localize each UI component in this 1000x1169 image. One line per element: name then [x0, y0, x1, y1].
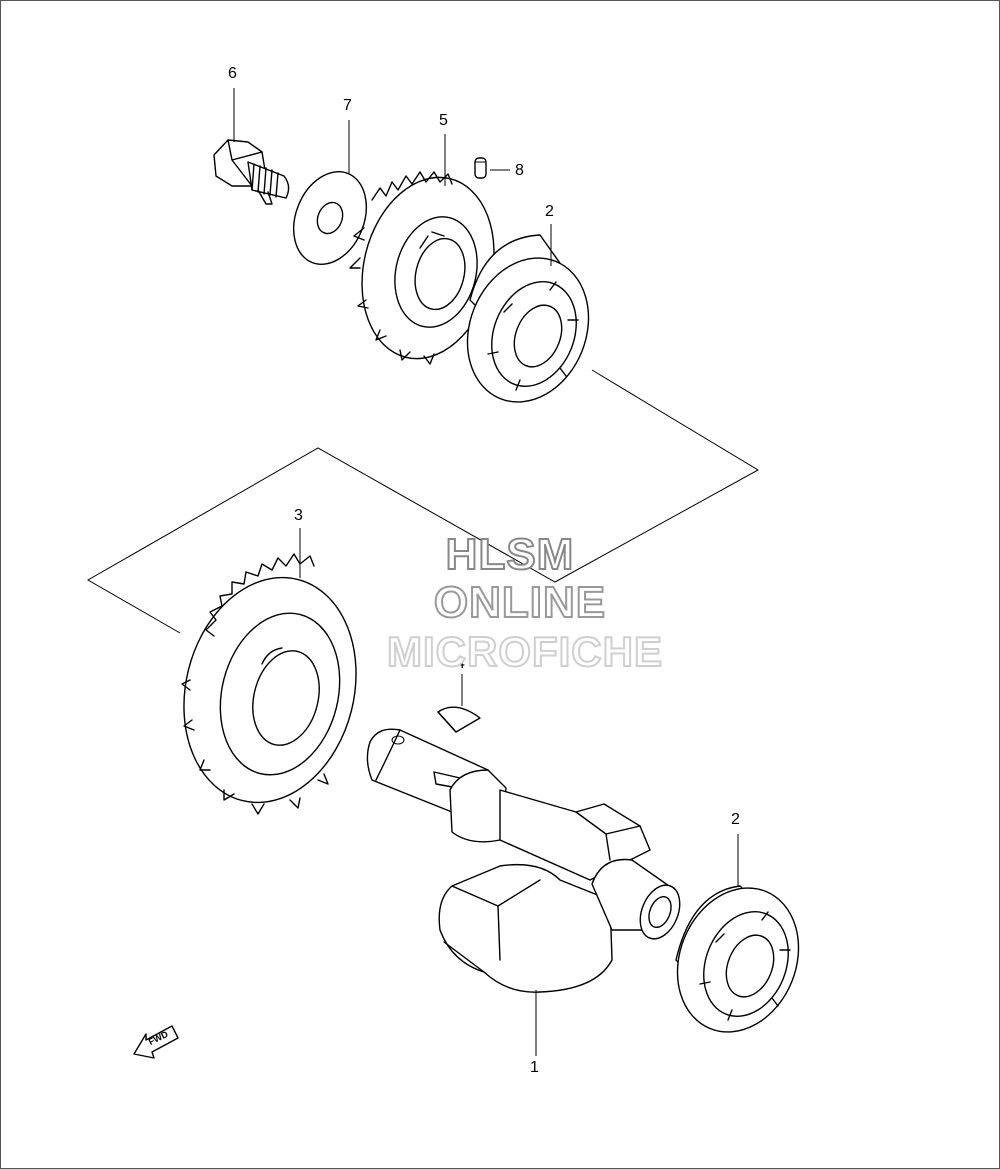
callout-3: 3: [294, 507, 303, 524]
part-2-bearing-upper: [466, 234, 590, 403]
callout-5: 5: [439, 112, 448, 129]
part-8-pin: [474, 157, 487, 179]
callout-7: 7: [343, 97, 352, 114]
part-6-bolt: [213, 139, 290, 205]
watermark-line-1: HLSM: [445, 529, 575, 580]
fwd-arrow-icon: [133, 1025, 179, 1059]
part-3-gear: [181, 553, 357, 815]
callout-2-upper: 2: [545, 203, 554, 220]
callout-1: 1: [530, 1059, 539, 1076]
part-1-shaft: [366, 728, 681, 993]
part-2-bearing-lower: [675, 885, 800, 1033]
part-7-washer: [293, 171, 367, 265]
callout-4: 4: [456, 655, 465, 672]
watermark-line-2: ONLINE: [433, 577, 607, 628]
part-4-key: [437, 706, 481, 733]
callout-8: 8: [515, 162, 524, 179]
assembly-guide-lines: [86, 369, 760, 634]
part-5-gear: [349, 171, 495, 365]
watermark-line-3: MICROFICHE: [386, 627, 663, 676]
callout-2-lower: 2: [731, 811, 740, 828]
callout-6: 6: [228, 65, 237, 82]
